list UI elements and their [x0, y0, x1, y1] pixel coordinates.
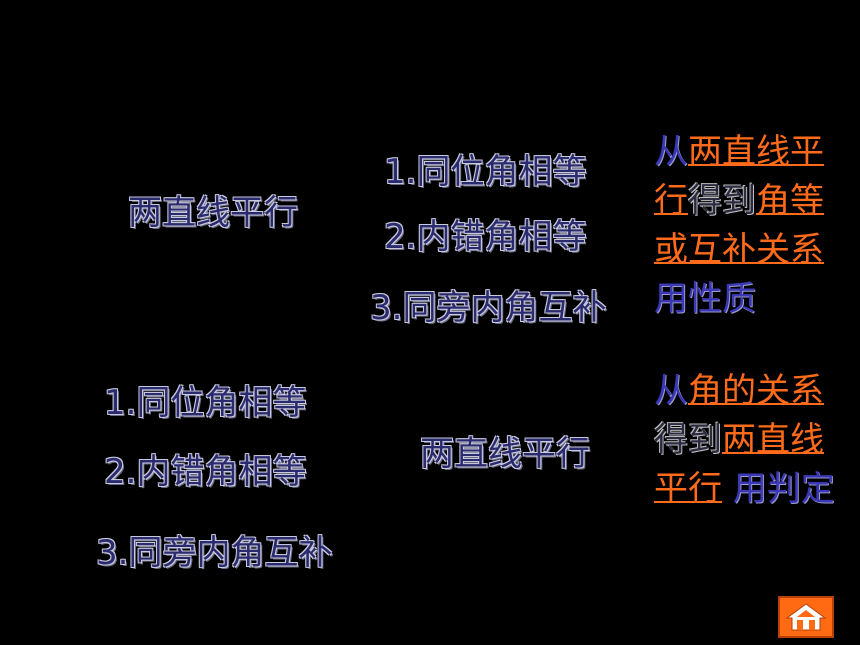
home-icon [785, 603, 827, 631]
bottom-note-highlight-2: 两直线平行 [654, 420, 824, 509]
top-note-from: 从 [654, 132, 688, 172]
bottom-note: 从角的关系得到两直线平行 用判定 [654, 367, 854, 514]
bottom-right-label: 两直线平行 [420, 434, 590, 474]
top-left-label: 两直线平行 [128, 193, 298, 233]
top-item-1: 1.同位角相等 [384, 152, 587, 192]
top-note-highlight-2: 角等或互补关系 [654, 181, 824, 270]
bottom-note-get: 得到 [654, 420, 722, 460]
bottom-item-3: 3.同旁内角互补 [96, 533, 333, 573]
bottom-item-1: 1.同位角相等 [104, 383, 307, 423]
bottom-note-usage: 用判定 [722, 469, 835, 509]
top-note: 从两直线平行得到角等或互补关系用性质 [654, 128, 854, 324]
bottom-note-from: 从 [654, 371, 688, 411]
top-note-usage: 用性质 [654, 279, 756, 319]
bottom-item-2: 2.内错角相等 [104, 452, 307, 492]
bottom-note-highlight-1: 角的关系 [688, 371, 824, 411]
top-note-highlight-1: 两直线平行 [654, 132, 824, 221]
top-note-get: 得到 [688, 181, 756, 221]
top-item-2: 2.内错角相等 [384, 217, 587, 257]
home-button[interactable] [778, 596, 834, 638]
top-item-3: 3.同旁内角互补 [370, 288, 607, 328]
